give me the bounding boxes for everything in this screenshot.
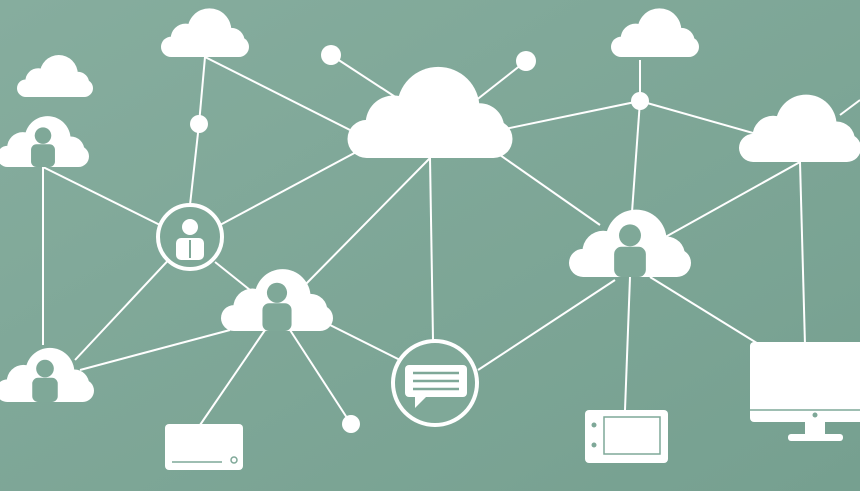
connection-line xyxy=(659,161,801,241)
cloud-icon xyxy=(347,66,513,158)
connection-line xyxy=(499,100,641,131)
connection-line xyxy=(204,56,351,131)
user-icon xyxy=(614,224,646,277)
cloud-icon xyxy=(161,8,249,57)
connection-line xyxy=(199,329,266,426)
user-icon xyxy=(32,359,58,402)
connection-line xyxy=(79,329,231,371)
connection-line xyxy=(639,100,761,136)
connection-line xyxy=(299,157,431,291)
user-node-icon xyxy=(156,203,224,271)
connection-line xyxy=(624,276,631,411)
connection-line xyxy=(214,261,251,291)
node-dot xyxy=(516,51,536,71)
tablet-device-icon xyxy=(585,410,668,463)
cloud-icon xyxy=(0,347,94,402)
connection-line xyxy=(42,166,161,226)
tablet-device-icon xyxy=(165,424,243,470)
connection-line xyxy=(330,54,401,101)
cloud-icon xyxy=(611,8,699,57)
connection-line xyxy=(477,279,616,371)
cloud-icon xyxy=(739,94,860,162)
node-dot xyxy=(190,115,208,133)
cloud-icon xyxy=(569,209,691,277)
connection-lines xyxy=(42,54,860,426)
node-dot xyxy=(631,92,649,110)
connection-line xyxy=(649,276,761,346)
connection-line xyxy=(219,149,361,226)
node-dot xyxy=(321,45,341,65)
connection-line xyxy=(839,99,860,116)
connection-line xyxy=(469,60,527,106)
cloud-icon xyxy=(221,269,333,331)
monitor-icon xyxy=(750,342,860,441)
cloud-icon xyxy=(17,55,93,97)
connection-line xyxy=(189,123,200,206)
connection-line xyxy=(319,319,401,361)
connection-line xyxy=(429,157,434,341)
connection-line xyxy=(289,329,352,425)
node-dot xyxy=(342,415,360,433)
network-nodes xyxy=(0,8,860,470)
user-icon xyxy=(31,127,55,167)
connection-line xyxy=(198,56,206,125)
chat-message-icon xyxy=(391,339,479,427)
connection-line xyxy=(499,154,601,226)
user-icon xyxy=(262,282,292,331)
connection-line xyxy=(799,161,806,346)
cloud-icon xyxy=(0,116,89,167)
